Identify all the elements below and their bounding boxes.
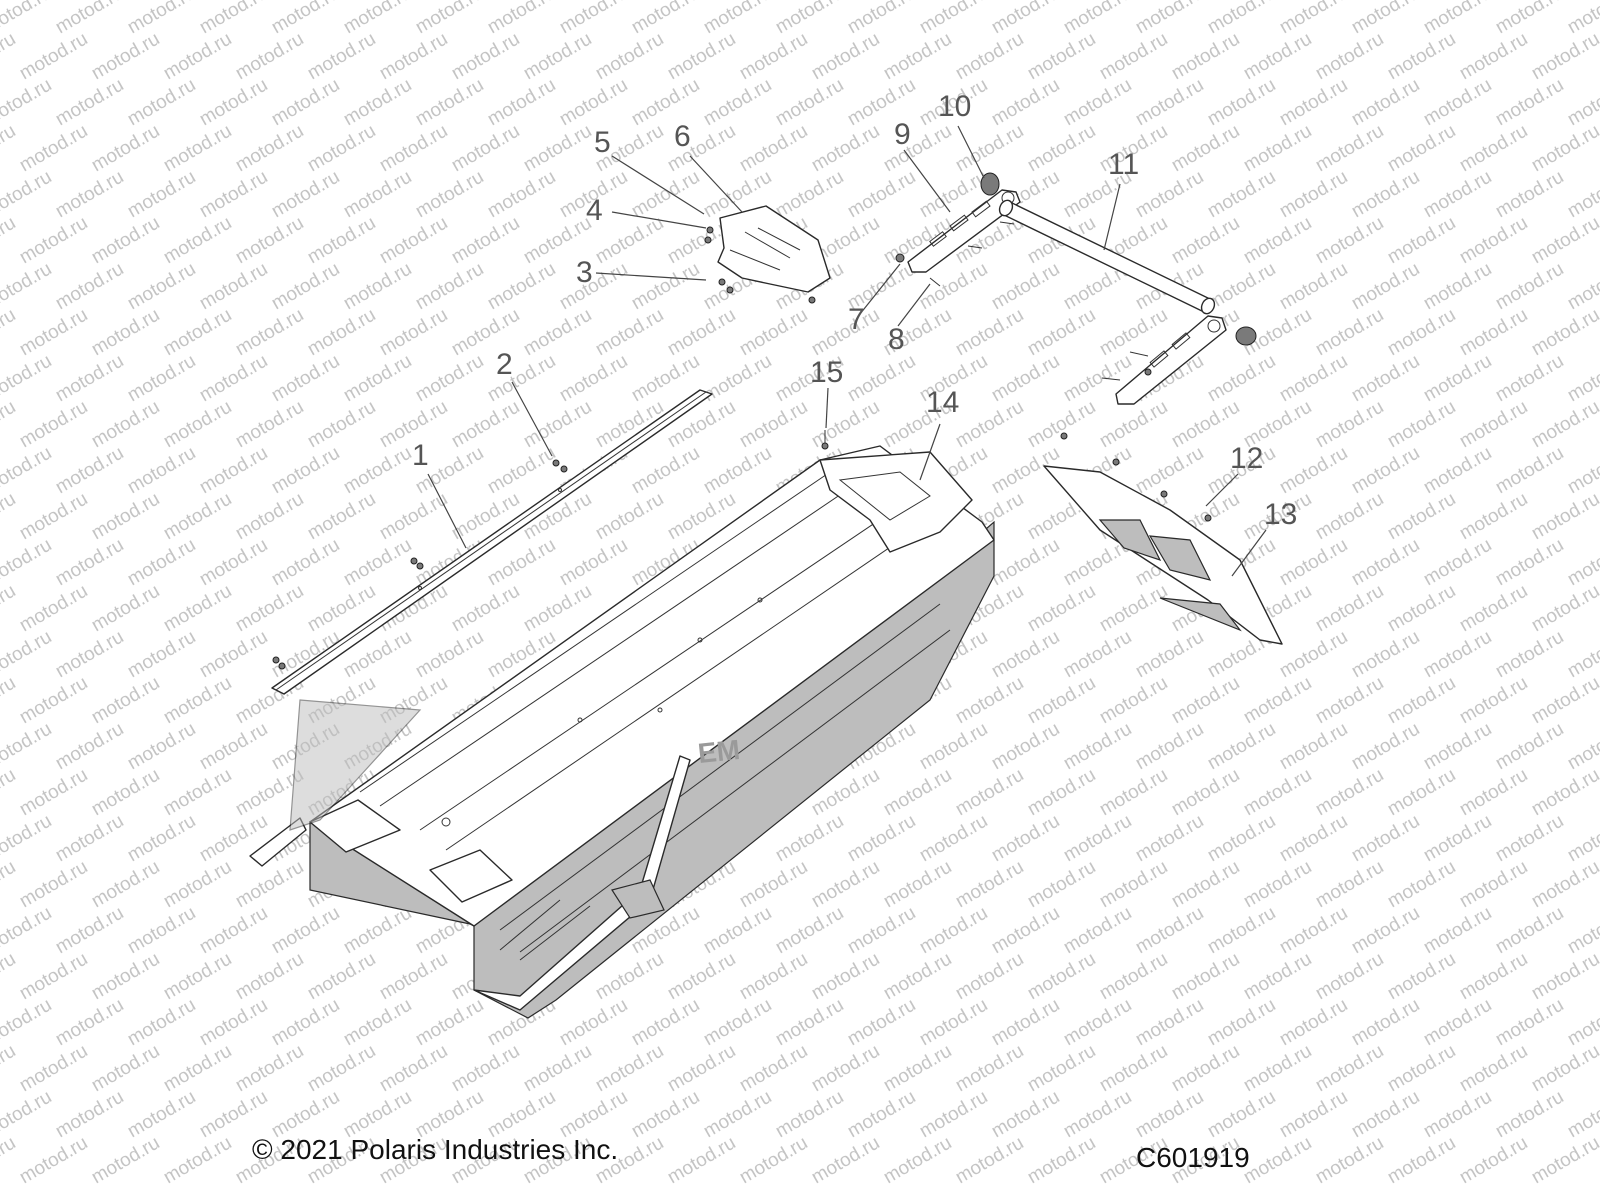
callout-3: 3	[576, 256, 593, 289]
callout-6: 6	[674, 120, 691, 153]
callout-14: 14	[926, 386, 960, 419]
leader-lines	[427, 125, 1267, 577]
callout-10: 10	[938, 90, 972, 123]
callout-11: 11	[1108, 148, 1140, 181]
rail-rivets-part-2	[272, 459, 568, 670]
shield-part-6	[704, 205, 831, 304]
callout-13: 13	[1264, 498, 1298, 531]
flap-fasteners-part-12	[1060, 432, 1212, 522]
callout-12: 12	[1230, 442, 1264, 475]
bumper-part-10	[980, 172, 1000, 196]
copyright-notice: © 2021 Polaris Industries Inc.	[252, 1134, 619, 1165]
rail-part-1	[271, 389, 713, 695]
callout-5: 5	[594, 126, 611, 159]
shaft-part-11	[998, 199, 1216, 315]
callout-2: 2	[496, 348, 513, 381]
callout-4: 4	[586, 194, 603, 227]
callout-1: 1	[412, 439, 429, 472]
tunnel-part-14	[249, 445, 995, 1019]
callout-7: 7	[848, 303, 865, 336]
callout-8: 8	[888, 323, 905, 356]
nut-part-7	[895, 253, 905, 263]
tunnel-stamp: EM	[696, 733, 742, 770]
rear-arm-right	[1101, 315, 1257, 405]
snowflap-part-13	[1043, 465, 1283, 645]
drawing-number: C601919	[1136, 1142, 1250, 1173]
callout-15: 15	[810, 356, 844, 389]
bolt-part-8	[929, 277, 941, 287]
callout-9: 9	[894, 118, 911, 151]
